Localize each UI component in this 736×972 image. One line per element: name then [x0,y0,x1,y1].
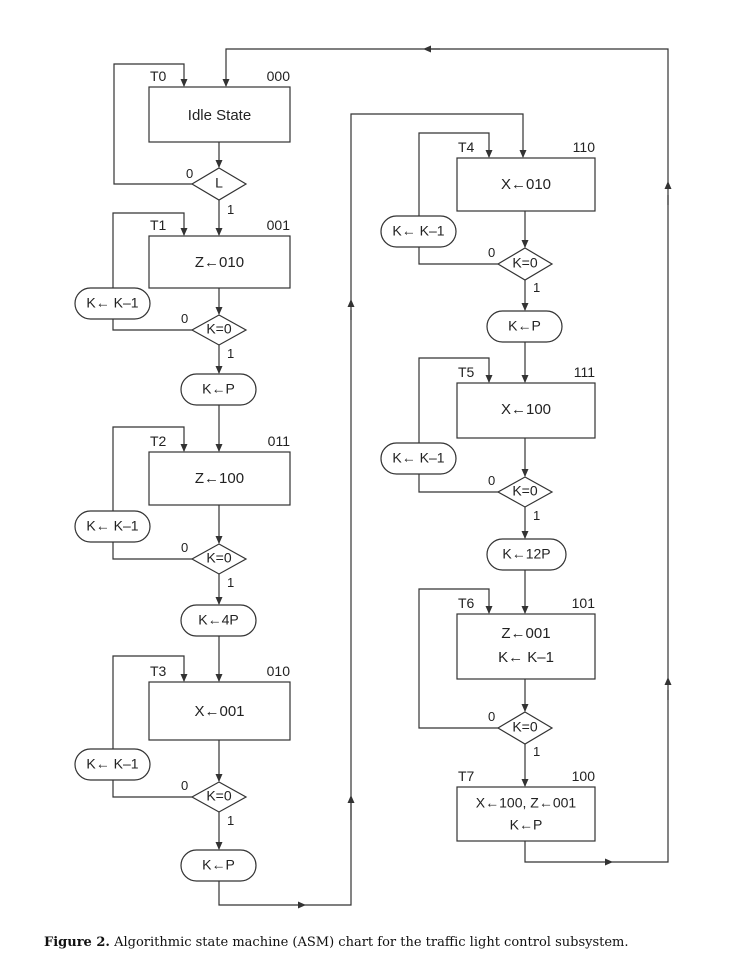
state-t4: T4 110 X←010 [456,139,596,212]
cond-output-c9-text: K← K–1 [392,450,444,466]
cond-output-c8-text: K←P [508,318,541,334]
state-t3-label: T3 [150,663,167,679]
state-t0-action: Idle State [188,107,251,124]
decision-d4-one: 1 [533,280,540,295]
decision-d5-zero: 0 [488,473,495,488]
state-t6-label: T6 [458,595,475,611]
cond-output-c1-text: K← K–1 [86,295,138,311]
state-t6-action-1: Z←001 [501,625,550,642]
decision-d3-condition: K=0 [206,788,232,804]
state-t4-action: X←010 [501,176,551,193]
caption-prefix: Figure 2. [44,935,110,950]
state-t1-action: Z←010 [195,254,244,271]
decision-d5-one: 1 [533,508,540,523]
decision-d1-zero: 0 [181,311,188,326]
decision-d5: K=0 0 1 [488,473,554,523]
state-t7-label: T7 [458,768,475,784]
state-t7-action-2: K←P [510,817,543,833]
decision-d1: K=0 0 1 [181,311,248,361]
state-t4-code: 110 [573,139,596,155]
decision-d0-zero: 0 [186,166,193,181]
cond-output-c10 [486,538,567,571]
state-t2: T2 011 Z←100 [148,433,291,506]
decision-d4-condition: K=0 [512,255,538,271]
state-t7-action-1: X←100, Z←001 [476,795,577,811]
decision-d4: K=0 0 1 [488,245,554,295]
state-t3-action: X←001 [194,703,244,720]
decision-d0-one: 1 [227,202,234,217]
decision-d5-condition: K=0 [512,483,538,499]
state-t6: T6 101 Z←001 K← K–1 [456,595,596,680]
state-t7: T7 100 X←100, Z←001 K←P [456,768,596,842]
decision-d3-one: 1 [227,813,234,828]
state-t0-code: 000 [267,68,291,84]
state-t0-label: T0 [150,68,167,84]
cond-output-c3-text: K← K–1 [86,518,138,534]
cond-output-c5-text: K← K–1 [86,756,138,772]
decision-d2-one: 1 [227,575,234,590]
state-t2-code: 011 [268,433,291,449]
state-t5-code: 111 [574,364,595,380]
state-t3-code: 010 [267,663,291,679]
state-t3: T3 010 X←001 [148,663,291,741]
state-t1-label: T1 [150,217,167,233]
decision-d6-zero: 0 [488,709,495,724]
decision-d6: K=0 0 1 [488,709,554,759]
decision-d1-one: 1 [227,346,234,361]
decision-d6-one: 1 [533,744,540,759]
state-t1: T1 001 Z←010 [148,217,291,289]
state-t5-action: X←100 [501,401,551,418]
state-t6-code: 101 [572,595,596,611]
state-t7-code: 100 [572,768,596,784]
cond-output-c4-text: K←4P [198,612,238,628]
state-t5-label: T5 [458,364,475,380]
decision-d0-condition: L [215,175,223,191]
state-t1-code: 001 [267,217,291,233]
decision-d2-condition: K=0 [206,550,232,566]
decision-d3-zero: 0 [181,778,188,793]
decision-d6-condition: K=0 [512,719,538,735]
state-t2-label: T2 [150,433,167,449]
cond-output-c6-text: K←P [202,857,235,873]
figure-caption: Figure 2. Algorithmic state machine (ASM… [44,935,629,950]
state-t6-action-2: K← K–1 [498,649,554,666]
decision-d1-condition: K=0 [206,321,232,337]
state-t5: T5 111 X←100 [456,364,596,439]
decision-d0: L 0 1 [186,166,248,217]
decision-d4-zero: 0 [488,245,495,260]
cond-output-c10-text: K←12P [502,546,550,562]
cond-output-c2-text: K←P [202,381,235,397]
caption-text: Algorithmic state machine (ASM) chart fo… [114,935,629,950]
cond-output-c7-text: K← K–1 [392,223,444,239]
decision-d2-zero: 0 [181,540,188,555]
state-t2-action: Z←100 [195,470,244,487]
state-t4-label: T4 [458,139,475,155]
state-t0: T0 000 Idle State [148,68,291,143]
decision-d3: K=0 0 1 [181,778,248,828]
decision-d2: K=0 0 1 [181,540,248,590]
